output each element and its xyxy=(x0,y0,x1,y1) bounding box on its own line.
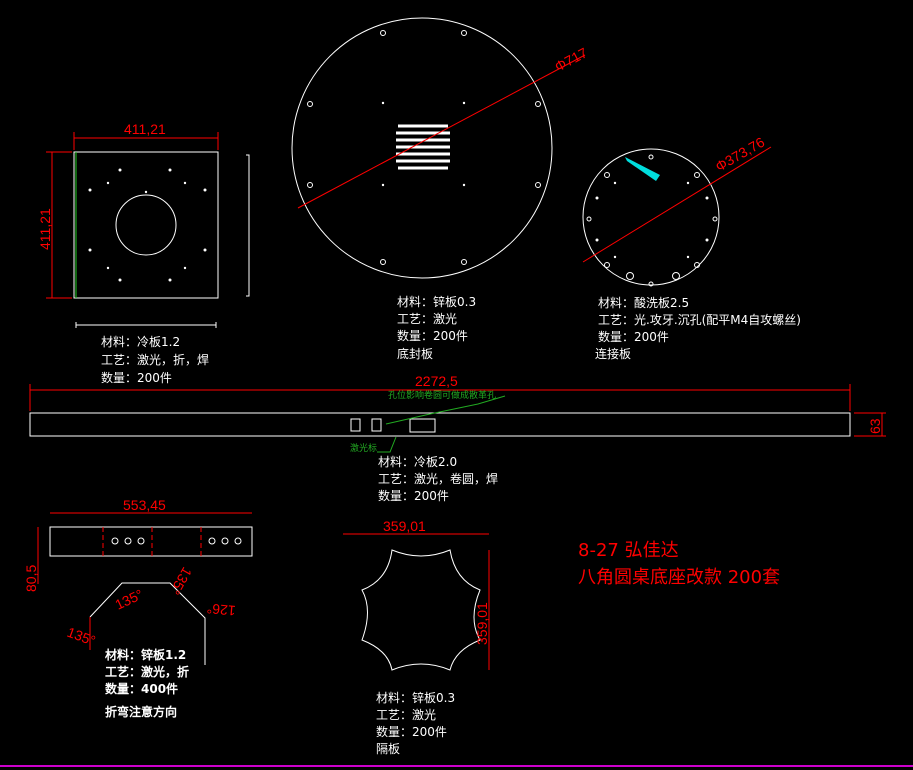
separator-view[interactable] xyxy=(343,533,490,671)
square-width-dimension: 411,21 xyxy=(124,121,166,137)
square-material: 材料：冷板1.2 xyxy=(101,335,180,349)
strip-height-dimension: 63 xyxy=(867,418,883,434)
square-height-dimension: 411,21 xyxy=(37,208,53,250)
strip-hole-note: 孔位影响卷圆可做成散革孔 xyxy=(388,389,496,401)
bracket-material: 材料：锌板1.2 xyxy=(104,647,186,662)
bottom-cover-material: 材料：锌板0.3 xyxy=(397,295,476,309)
separator-name: 隔板 xyxy=(376,742,400,756)
separator-height-dimension: 359,01 xyxy=(474,602,490,645)
bottom-cover-name: 底封板 xyxy=(397,346,433,361)
bottom-cover-diameter: Φ717 xyxy=(552,44,590,74)
bracket-height-dimension: 80,5 xyxy=(23,565,39,592)
connecting-plate-material: 材料：酸洗板2.5 xyxy=(598,295,689,310)
bottom-cover-quantity: 数量：200件 xyxy=(397,328,468,343)
bracket-angle-3: 135° xyxy=(167,565,195,598)
order-note-line2: 八角圆桌底座改款 200套 xyxy=(578,567,780,588)
strip-process: 工艺：激光，卷圆，焊 xyxy=(378,471,498,486)
square-quantity: 数量：200件 xyxy=(101,370,172,385)
bottom-cover-view[interactable] xyxy=(291,17,586,279)
strip-quantity: 数量：200件 xyxy=(378,488,449,503)
strip-laser-mark-note: 激光标 xyxy=(350,442,377,454)
separator-material: 材料：锌板0.3 xyxy=(376,691,455,705)
bracket-length-dimension: 553,45 xyxy=(123,497,166,513)
square-process: 工艺：激光，折，焊 xyxy=(101,352,209,367)
separator-quantity: 数量：200件 xyxy=(376,724,447,739)
bracket-angle-4: 126° xyxy=(206,600,236,618)
connecting-plate-quantity: 数量：200件 xyxy=(598,329,669,344)
square-plate-view[interactable] xyxy=(46,132,250,328)
strip-material: 材料：冷板2.0 xyxy=(378,455,457,469)
separator-process: 工艺：激光 xyxy=(376,708,436,722)
bracket-process: 工艺：激光，折 xyxy=(105,664,189,679)
bottom-cover-process: 工艺：激光 xyxy=(397,312,457,326)
connecting-plate-process: 工艺：光.攻牙.沉孔(配平M4自攻螺丝) xyxy=(598,313,801,327)
bracket-angle-2: 135° xyxy=(65,624,98,649)
separator-width-dimension: 359,01 xyxy=(383,518,426,534)
strip-length-dimension: 2272,5 xyxy=(415,373,458,389)
bracket-bend-note: 折弯注意方向 xyxy=(105,704,177,719)
order-note-line1: 8-27 弘佳达 xyxy=(578,540,679,561)
bracket-quantity: 数量：400件 xyxy=(105,681,178,696)
long-strip-view[interactable] xyxy=(29,384,886,453)
connecting-plate-view[interactable] xyxy=(582,146,772,287)
bracket-view[interactable] xyxy=(37,512,253,665)
connecting-plate-name: 连接板 xyxy=(595,346,631,361)
bracket-angle-1: 135° xyxy=(113,586,146,613)
